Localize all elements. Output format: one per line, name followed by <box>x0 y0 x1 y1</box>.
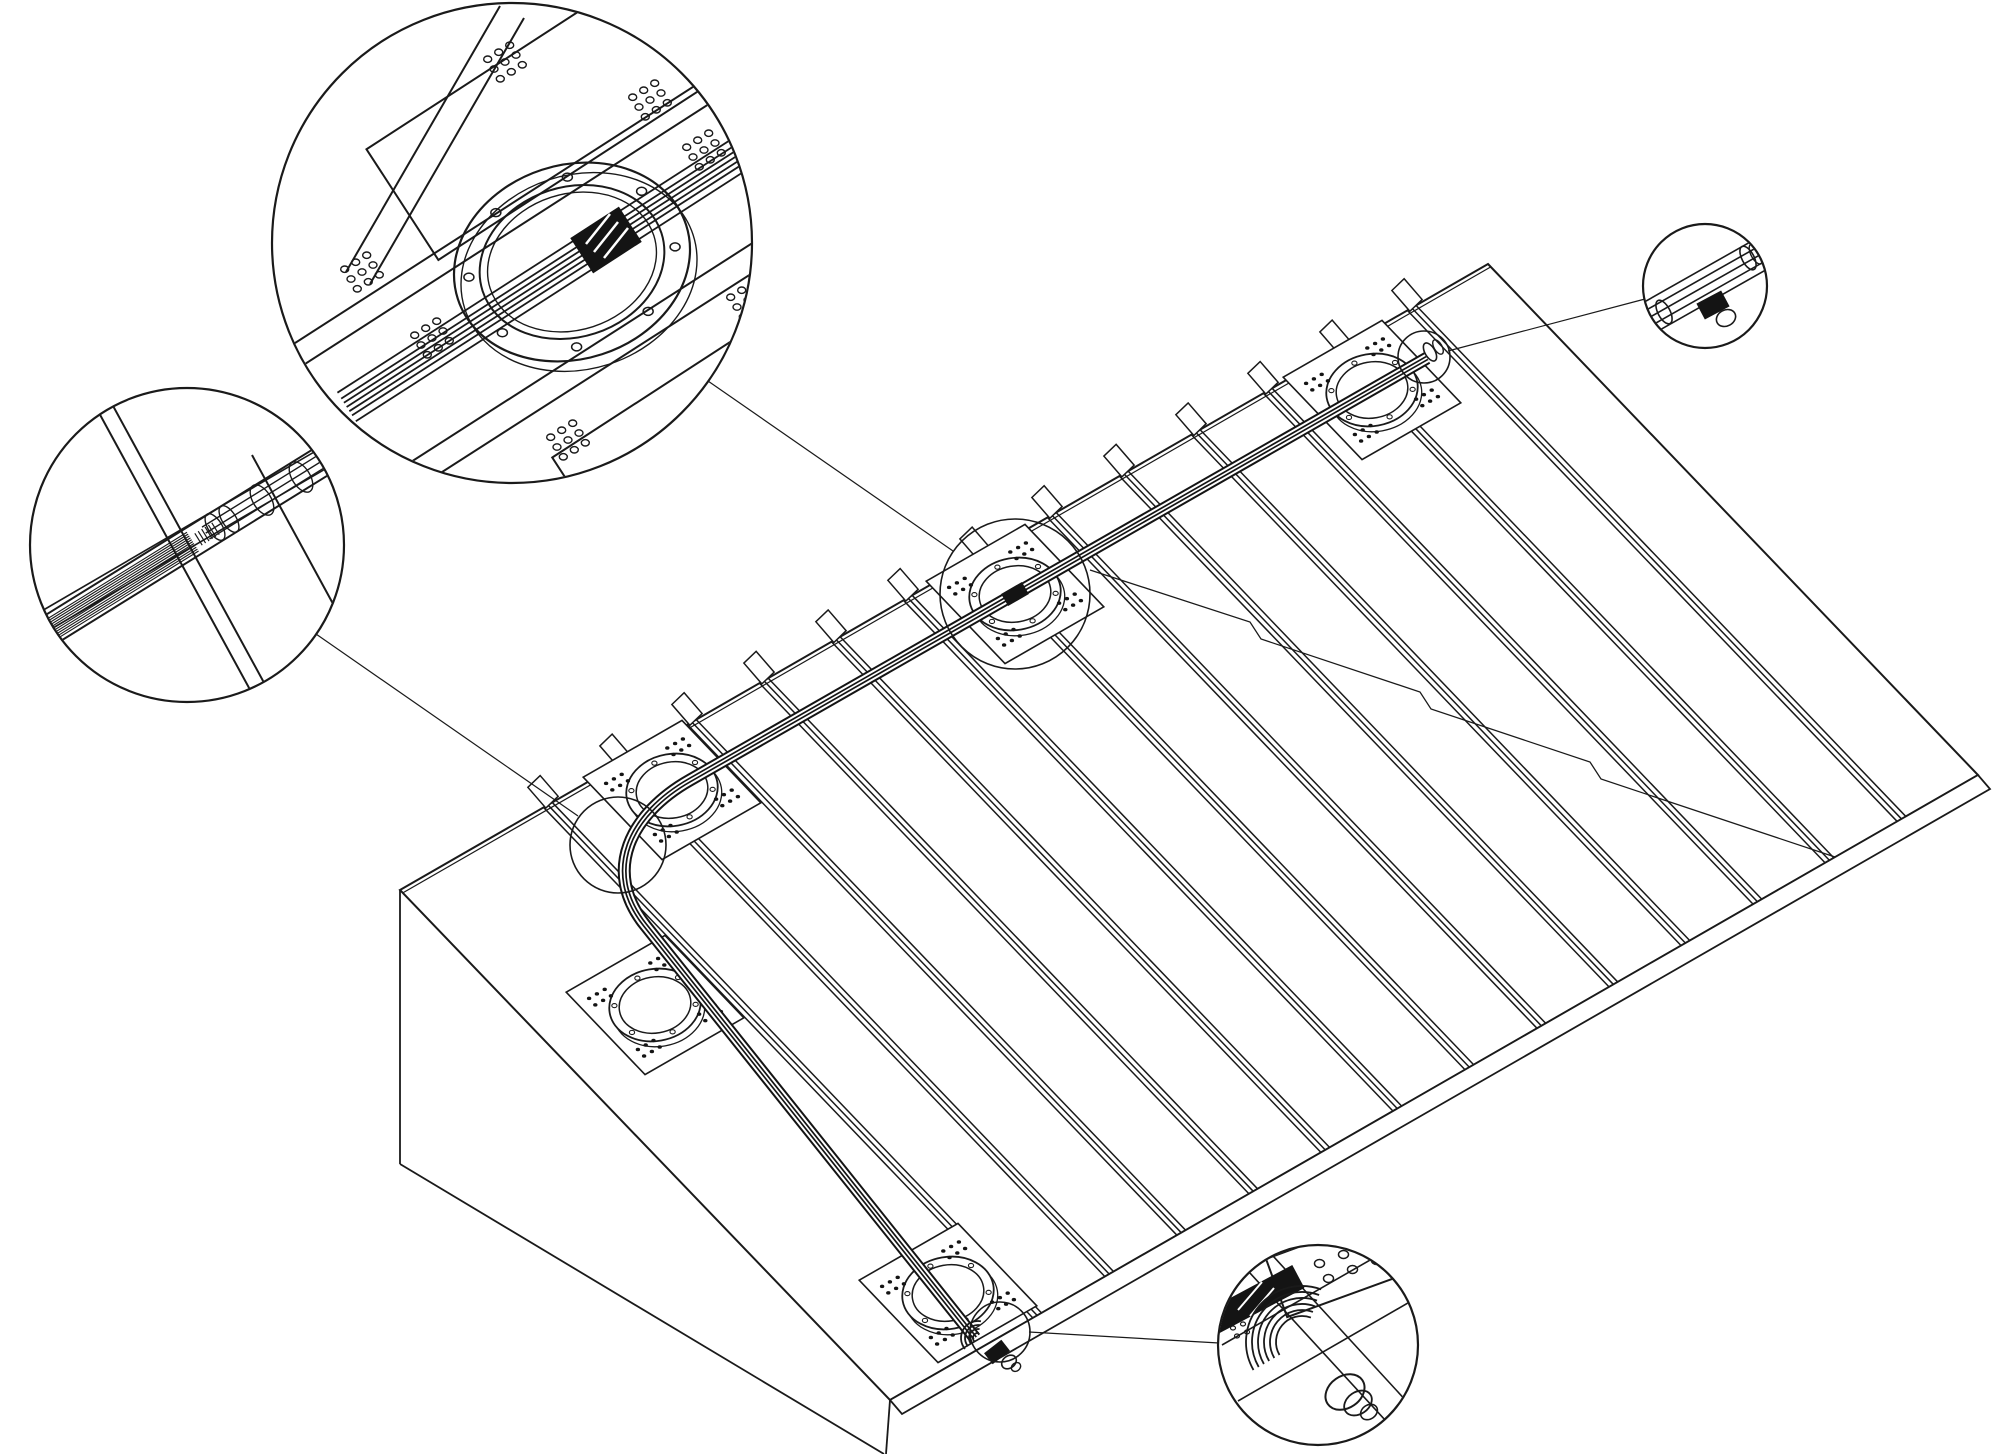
panel-seam-joint <box>1089 569 1836 858</box>
rib-end-cap <box>1030 484 1064 520</box>
leader-lines <box>315 298 1646 1344</box>
rib-end-cap <box>742 650 776 685</box>
detail-content <box>1644 237 1766 335</box>
callout-ring-mid-hatch <box>939 518 1091 670</box>
detail-sleeve-detail <box>28 386 346 704</box>
rib-end-cap <box>670 691 704 727</box>
rib-end-cap <box>1390 277 1424 313</box>
callout-ring-cable-bend <box>569 796 667 894</box>
detail-conduit-exit-detail <box>1216 1243 1420 1447</box>
detail-big-hatch-detail <box>270 1 754 485</box>
detail-cable-end-detail <box>1641 222 1769 350</box>
callout-rings <box>569 330 1451 1363</box>
rib-end-cap <box>814 608 848 644</box>
support-wedge <box>399 890 891 1454</box>
detail-circle <box>270 1 754 485</box>
rib-end-cap <box>886 567 920 603</box>
cable-conduit-run <box>617 339 1444 1373</box>
rib-end-cap <box>1102 443 1136 478</box>
standing-seam-ribs <box>526 277 1907 1319</box>
rib-end-cap <box>1174 401 1208 437</box>
rib-end-cap <box>1246 360 1280 396</box>
callout-ring-cable-end <box>1397 330 1451 384</box>
panel-fascia <box>888 773 1992 1416</box>
detail-content <box>1219 1246 1417 1444</box>
detail-circle <box>1216 1243 1420 1447</box>
cable-end-fitting <box>1422 339 1444 362</box>
